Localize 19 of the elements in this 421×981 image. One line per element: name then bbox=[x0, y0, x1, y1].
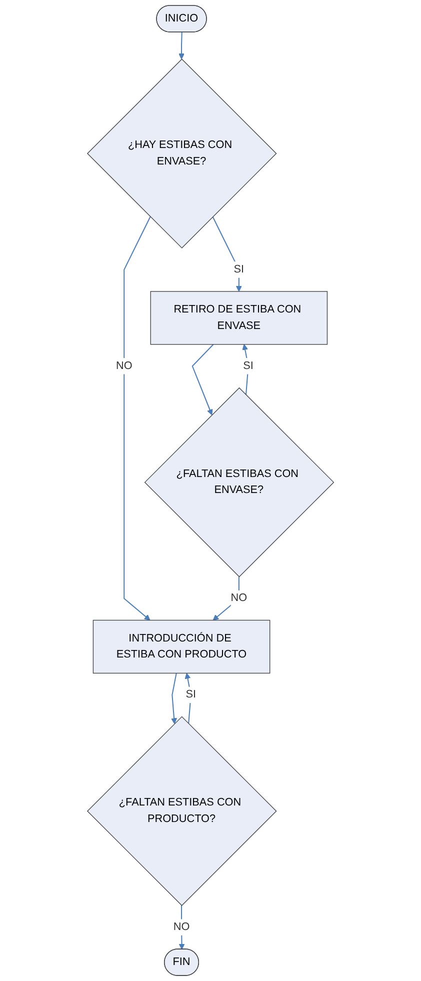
edge-label: NO bbox=[230, 592, 248, 604]
arrow bbox=[178, 32, 184, 60]
edge-label: SI bbox=[243, 360, 254, 372]
node-diamond: ¿HAY ESTIBAS CON ENVASE? bbox=[86, 58, 277, 248]
node-diamond: ¿FALTAN ESTIBAS CON ENVASE? bbox=[144, 387, 334, 578]
arrow bbox=[178, 906, 185, 950]
node-box: INTRODUCCIÓN DE ESTIBA CON PRODUCTO bbox=[92, 620, 270, 674]
edge-label: SI bbox=[186, 688, 196, 700]
arrow bbox=[124, 216, 151, 620]
arrow bbox=[242, 344, 249, 395]
arrow bbox=[212, 216, 242, 292]
edge-label: NO bbox=[116, 360, 132, 372]
arrow bbox=[212, 576, 240, 620]
edge-label: SI bbox=[234, 264, 244, 276]
arrow bbox=[171, 673, 177, 724]
arrow bbox=[192, 344, 214, 416]
edge-label: NO bbox=[173, 921, 190, 933]
node-diamond: ¿FALTAN ESTIBAS CON PRODUCTO? bbox=[86, 716, 277, 906]
node-box: RETIRO DE ESTIBA CON ENVASE bbox=[150, 291, 328, 345]
